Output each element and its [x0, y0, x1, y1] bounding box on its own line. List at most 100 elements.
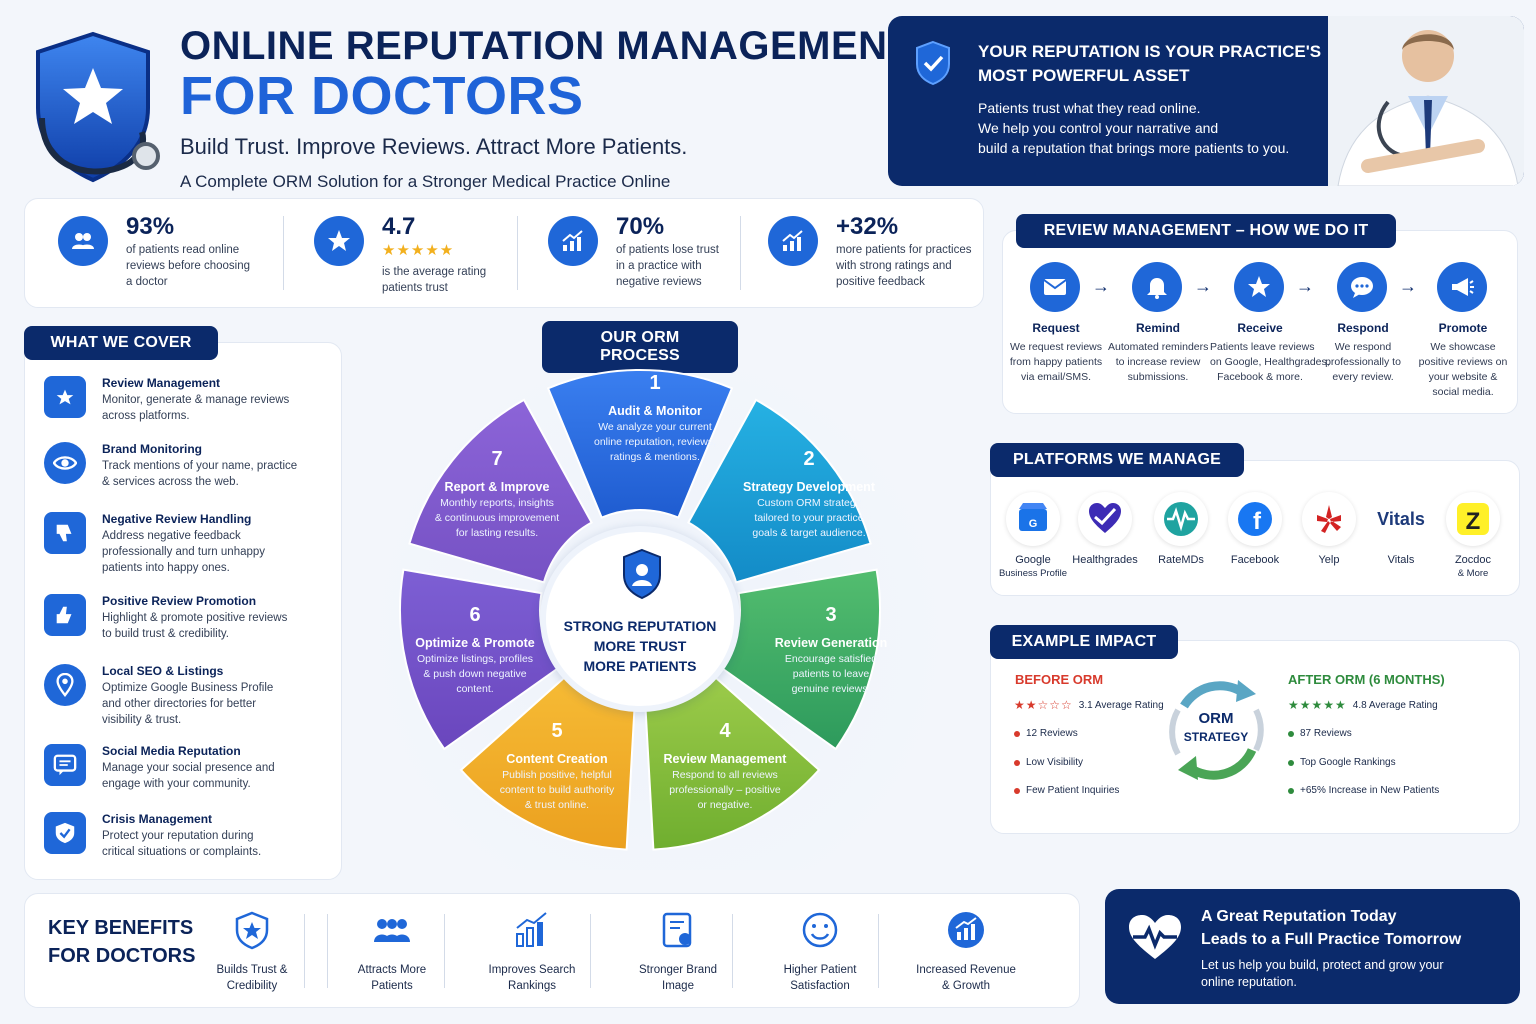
impact-item: Top Google Rankings [1300, 757, 1396, 768]
center-line2: MORE TRUST [593, 638, 687, 654]
process-step-number: 3 [825, 604, 837, 626]
chart-icon [768, 216, 818, 266]
benefit-label: Image [662, 980, 694, 992]
benefit-divider [304, 914, 305, 988]
shield-check-icon [44, 812, 86, 854]
benefits-title-line2: FOR DOCTORS [48, 945, 196, 967]
platform-item[interactable]: Vitals [1358, 553, 1444, 567]
impact-item: Few Patient Inquiries [1026, 785, 1120, 796]
review-step-desc: professionally to [1325, 356, 1401, 368]
platform-item[interactable]: Yelp [1286, 553, 1372, 567]
star-badge-icon [44, 376, 86, 418]
chat-icon [44, 744, 86, 786]
process-step-title: Report & Improve [444, 480, 550, 494]
cover-item-desc: across platforms. [102, 410, 190, 422]
stat-value: 93% [126, 213, 175, 240]
process-step-desc: tailored to your practice [754, 512, 864, 524]
svg-text:G: G [1029, 518, 1038, 530]
cta-line1: A Great Reputation Today [1201, 908, 1397, 925]
stat-caption: patients trust [382, 282, 448, 294]
process-wheel [399, 369, 881, 851]
cover-item-desc: critical situations or complaints. [102, 846, 262, 858]
stat-divider [517, 216, 518, 290]
platform-name: Facebook [1230, 554, 1280, 566]
impact-item: 3.1 Average Rating [1078, 699, 1164, 711]
platform-item[interactable]: RateMDs [1138, 553, 1224, 567]
process-step-desc: Monthly reports, insights [440, 497, 554, 509]
chart-icon [548, 216, 598, 266]
shield-star-icon [232, 910, 272, 950]
review-step-desc: via email/SMS. [1020, 371, 1092, 383]
bar-chart-icon [512, 910, 552, 950]
review-step-desc: We request reviews [1009, 341, 1102, 353]
process-step-desc: Custom ORM strategy [757, 497, 861, 509]
review-step-desc: on Google, Healthgrades, [1210, 356, 1330, 368]
impact-row: 87 Reviews [1288, 728, 1352, 739]
stat-value: 70% [616, 213, 665, 240]
cover-item-desc: Optimize Google Business Profile [102, 682, 274, 694]
process-step-desc: Optimize listings, profiles [416, 653, 534, 665]
before-title: BEFORE ORM [1015, 672, 1104, 687]
heartbeat-icon [1127, 913, 1183, 968]
smiley-icon [800, 910, 840, 950]
bullet-icon [1288, 787, 1294, 794]
benefit-divider [444, 914, 445, 988]
shield-user-icon [620, 548, 664, 605]
svg-text:f: f [1253, 508, 1262, 535]
impact-item: 4.8 Average Rating [1352, 699, 1438, 711]
cover-item-desc: and other directories for better [102, 698, 257, 710]
page-title-line1: ONLINE REPUTATION MANAGEMENT [180, 24, 913, 68]
cta-line2: Leads to a Full Practice Tomorrow [1201, 931, 1462, 948]
cover-item-desc: professionally and turn unhappy [102, 546, 266, 558]
platform-item[interactable]: Facebook [1212, 553, 1298, 567]
wheel-segment[interactable] [408, 398, 593, 584]
arrow-right-icon: → [1399, 276, 1417, 296]
cover-item-desc: Highlight & promote positive reviews [102, 612, 288, 624]
impact-item: 12 Reviews [1026, 728, 1078, 739]
benefit-divider [327, 914, 328, 988]
hero-title-line1: YOUR REPUTATION IS YOUR PRACTICE'S [978, 42, 1322, 61]
process-step-title: Content Creation [506, 752, 608, 766]
bell-icon [1132, 262, 1182, 312]
process-step-desc: online reputation, reviews, [594, 436, 716, 448]
impact-row: 12 Reviews [1014, 728, 1078, 739]
stat-caption: a doctor [126, 276, 168, 288]
platform-name: Vitals [1387, 554, 1415, 566]
platform-name: Zocdoc [1454, 554, 1492, 566]
benefit-label: Higher Patient [783, 964, 857, 976]
stat-caption: positive feedback [836, 276, 925, 288]
cover-item-desc: patients into happy ones. [102, 562, 230, 574]
bullet-icon [1014, 759, 1020, 766]
platform-item[interactable]: Zocdoc& More [1430, 553, 1516, 580]
cover-item-desc: Monitor, generate & manage reviews [102, 394, 290, 406]
process-step-desc: & continuous improvement [434, 512, 560, 524]
stat-value: 4.7 [382, 213, 416, 240]
impact-row: ★★☆☆☆3.1 Average Rating [1014, 698, 1164, 712]
platform-name: Yelp [1318, 554, 1340, 566]
process-step-desc: Respond to all reviews [672, 769, 778, 781]
cta-banner[interactable]: A Great Reputation Today Leads to a Full… [1105, 889, 1520, 1004]
benefit-label: Rankings [508, 980, 556, 992]
platform-name: Healthgrades [1072, 554, 1138, 566]
wheel-segment[interactable] [687, 398, 872, 584]
process-step-desc: patients to leave [792, 668, 870, 680]
platform-item[interactable]: Healthgrades [1062, 553, 1148, 567]
platform-name: RateMDs [1158, 554, 1204, 566]
wheel-segment[interactable] [546, 369, 734, 519]
benefit-label: Credibility [226, 980, 278, 992]
benefit-item: Builds Trust &Credibility [192, 962, 312, 994]
